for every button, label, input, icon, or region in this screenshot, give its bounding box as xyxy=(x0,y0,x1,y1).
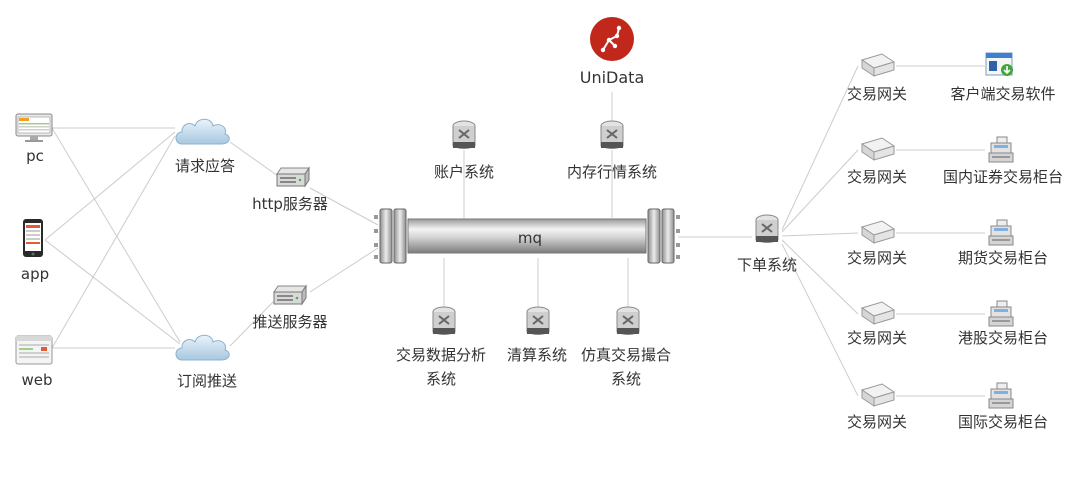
router-switch-icon xyxy=(755,214,779,243)
browser-window-icon xyxy=(15,335,53,365)
gateway-label-3: 交易网关 xyxy=(846,249,908,267)
web-label: web xyxy=(21,371,53,389)
mq-pipe-icon xyxy=(374,208,680,264)
edge-app-push xyxy=(44,239,181,345)
cash-register-icon xyxy=(988,382,1014,409)
analysis-system-label-line2: 系统 xyxy=(425,370,457,388)
edge-push-pushserver xyxy=(229,296,279,347)
request-response-label: 请求应答 xyxy=(174,157,236,175)
analysis-system-label-line1: 交易数据分析 xyxy=(395,346,487,364)
edge-order-gw3 xyxy=(781,232,859,237)
network-gateway-icon xyxy=(860,220,896,244)
edge-request-http xyxy=(229,141,279,177)
cloud-icon xyxy=(175,118,230,145)
mq-label: mq xyxy=(517,229,543,247)
network-gateway-icon xyxy=(860,301,896,325)
gateway-label-2: 交易网关 xyxy=(846,168,908,186)
memory-quote-system-label: 内存行情系统 xyxy=(566,163,658,181)
gateway-label-1: 交易网关 xyxy=(846,85,908,103)
counter-label-1: 客户端交易软件 xyxy=(950,85,1056,103)
edge-pushserver-mq xyxy=(309,247,379,293)
router-switch-icon xyxy=(526,306,550,335)
edge-app-request xyxy=(44,131,176,241)
router-switch-icon xyxy=(616,306,640,335)
network-gateway-icon xyxy=(860,137,896,161)
clearing-system-label: 清算系统 xyxy=(506,346,568,364)
counter-label-5: 国际交易柜台 xyxy=(957,413,1049,431)
cash-register-icon xyxy=(988,300,1014,327)
account-system-label: 账户系统 xyxy=(433,163,495,181)
push-server-label: 推送服务器 xyxy=(252,313,328,331)
sim-match-label-line1: 仿真交易撮合 xyxy=(580,346,672,364)
counter-label-2: 国内证券交易柜台 xyxy=(942,168,1064,186)
router-switch-icon xyxy=(452,120,476,149)
http-server-label: http服务器 xyxy=(252,195,328,213)
router-switch-icon xyxy=(432,306,456,335)
edge-order-gw1 xyxy=(781,65,859,231)
edge-pc-push xyxy=(51,127,181,343)
edge-order-gw4 xyxy=(781,239,859,315)
order-system-label: 下单系统 xyxy=(736,256,798,274)
edge-web-request xyxy=(51,135,176,349)
sim-match-label-line2: 系统 xyxy=(610,370,642,388)
gateway-label-5: 交易网关 xyxy=(846,413,908,431)
desktop-monitor-icon xyxy=(15,113,53,142)
gateway-label-4: 交易网关 xyxy=(846,329,908,347)
rack-server-icon xyxy=(276,166,310,188)
router-switch-icon xyxy=(600,120,624,149)
cash-register-icon xyxy=(988,219,1014,246)
pc-label: pc xyxy=(26,147,44,165)
edge-order-gw2 xyxy=(781,149,859,233)
edge-http-mq xyxy=(309,187,379,226)
unidata-label: UniData xyxy=(579,68,645,87)
smartphone-icon xyxy=(23,219,43,257)
counter-label-3: 期货交易柜台 xyxy=(957,249,1049,267)
edge-order-gw5 xyxy=(781,243,859,397)
rack-server-icon xyxy=(273,284,307,306)
app-label: app xyxy=(20,265,50,283)
software-download-icon xyxy=(985,52,1013,76)
cloud-icon xyxy=(175,334,230,361)
network-gateway-icon xyxy=(860,53,896,77)
cash-register-icon xyxy=(988,136,1014,163)
unidata-logo-icon xyxy=(590,17,634,61)
network-gateway-icon xyxy=(860,383,896,407)
counter-label-4: 港股交易柜台 xyxy=(957,329,1049,347)
subscribe-push-label: 订阅推送 xyxy=(176,372,238,390)
